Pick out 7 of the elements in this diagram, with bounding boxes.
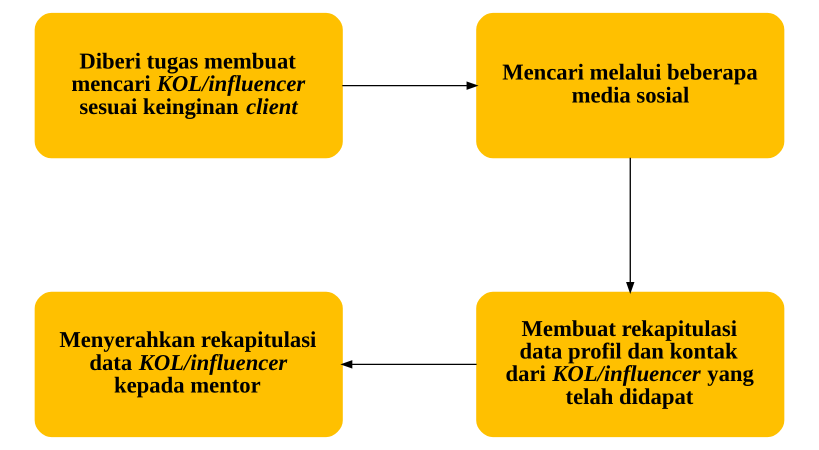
- arrow: [626, 158, 634, 294]
- node-box: Menyerahkan rekapitulasi data KOL/influencer kepada mentor: [34, 292, 343, 438]
- arrow: [342, 81, 479, 90]
- node-box: Membuat rekapitulasi data profil dan kontak dari KOL/influencer yang telah didapat: [476, 292, 784, 438]
- node-box: Diberi tugas membuat mencari KOL/influencer sesuai keinginan client: [34, 12, 343, 158]
- node-box: Mencari melalui beberapa media sosial: [476, 12, 784, 158]
- arrow: [340, 360, 477, 369]
